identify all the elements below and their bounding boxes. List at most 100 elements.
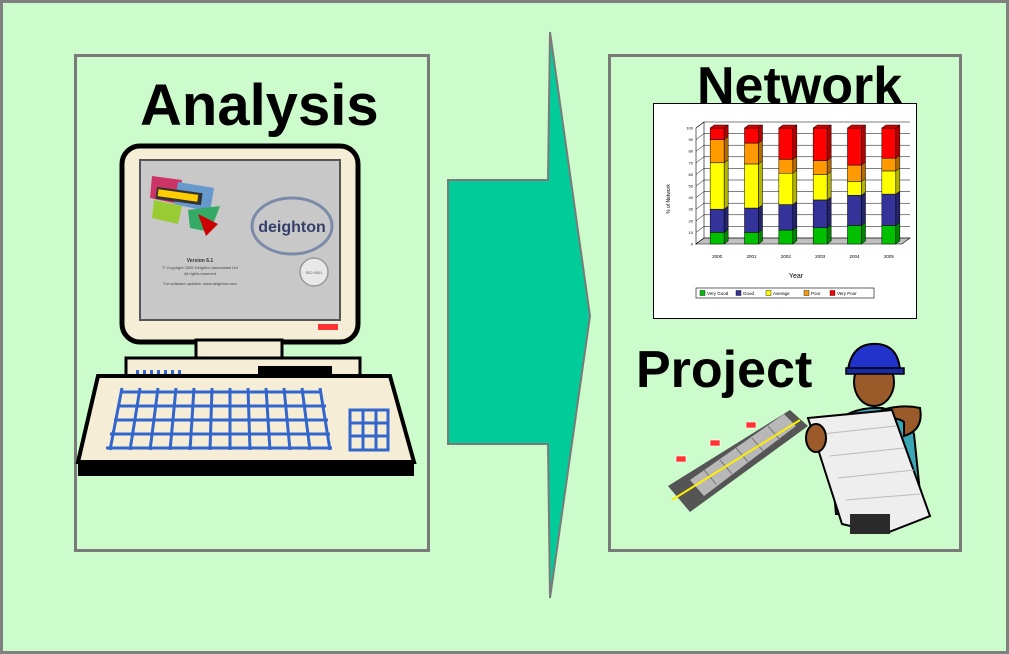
chart-bar-segment bbox=[744, 142, 759, 165]
chart-bar-segment bbox=[744, 127, 759, 144]
chart-gridline-side bbox=[695, 202, 705, 210]
project-title: Project bbox=[636, 341, 813, 399]
chart-x-tick-label: 2005 bbox=[884, 254, 895, 259]
chart-bar-segment bbox=[709, 162, 725, 210]
chart-bar-top bbox=[778, 124, 798, 129]
chart-bar-segment bbox=[812, 199, 828, 229]
computer-illustration: deighton Version 6.1 © Copyright 2005 De… bbox=[75, 143, 417, 476]
chart-bar-segment-side bbox=[861, 161, 866, 182]
chart-y-axis-label: % of Network bbox=[666, 184, 672, 214]
chart-bar-segment-side bbox=[758, 204, 763, 233]
chart-bar-segment-side bbox=[723, 159, 729, 210]
chart-bar-top bbox=[881, 124, 901, 129]
chart-x-tick-label: 2003 bbox=[815, 254, 826, 259]
chart-legend-label: Poor bbox=[811, 291, 821, 296]
chart-y-tick-label: 20 bbox=[689, 218, 694, 223]
chart-legend-swatch bbox=[765, 290, 772, 296]
chart-bar-segment bbox=[744, 207, 759, 233]
chart-gridline-side bbox=[695, 121, 705, 129]
brand-label: deighton bbox=[258, 219, 326, 236]
chart-bar-segment-side bbox=[861, 221, 866, 245]
analysis-title: Analysis bbox=[140, 73, 379, 138]
chart-y-tick-label: 90 bbox=[689, 137, 694, 142]
chart-bar-segment-side bbox=[758, 160, 763, 209]
chart-bar-segment bbox=[881, 170, 897, 195]
chart-bar-segment bbox=[778, 229, 794, 245]
chart-gridline-side bbox=[695, 226, 705, 233]
chart-bar-segment bbox=[881, 127, 897, 159]
chart-bar-top bbox=[812, 124, 832, 129]
chart-bar-top bbox=[743, 124, 764, 129]
network-title: Network bbox=[697, 57, 903, 115]
chart-legend-label: Average bbox=[773, 291, 790, 296]
chart-bar-segment-side bbox=[895, 190, 901, 226]
chart-gridline-side bbox=[695, 237, 705, 245]
chart-y-tick-label: 10 bbox=[689, 230, 694, 235]
chart-bar-segment bbox=[709, 127, 725, 140]
chart-bar-segment-side bbox=[792, 169, 798, 206]
chart-bar-segment bbox=[812, 160, 828, 175]
chart-bar-segment-side bbox=[792, 201, 798, 231]
chart-gridline-side bbox=[695, 133, 705, 140]
chart-bar-segment bbox=[709, 232, 725, 245]
chart-bar-segment bbox=[778, 127, 794, 160]
chart-x-tick-label: 2001 bbox=[746, 254, 757, 259]
version-label: Version 6.1 bbox=[187, 258, 214, 264]
chart-legend-label: Good bbox=[743, 291, 755, 296]
chart-bar-segment bbox=[709, 208, 725, 233]
chart-gridline-side bbox=[695, 191, 705, 198]
chart-bar-segment-side bbox=[895, 167, 901, 195]
chart-bar-segment-side bbox=[861, 191, 866, 226]
chart-bar-segment bbox=[744, 232, 759, 245]
chart-bar-segment bbox=[847, 195, 862, 226]
chart-bar-segment-side bbox=[826, 124, 832, 161]
chart-bar-segment-side bbox=[826, 170, 832, 201]
chart-y-tick-label: 70 bbox=[689, 160, 694, 165]
chart-bar-segment bbox=[881, 157, 897, 172]
chart-legend-box bbox=[695, 287, 875, 299]
chart-bar-top bbox=[709, 124, 729, 129]
chart-bar-segment bbox=[812, 227, 828, 245]
chart-bar-segment bbox=[778, 159, 794, 174]
chart-bar-segment-side bbox=[723, 136, 729, 164]
chart-y-tick-label: 50 bbox=[689, 184, 694, 189]
flow-arrow bbox=[447, 31, 592, 599]
chart-gridline-side bbox=[695, 168, 705, 175]
chart-x-tick-label: 2004 bbox=[849, 254, 860, 259]
chart-legend-label: Very Poor bbox=[837, 291, 857, 296]
chart-bar-segment bbox=[778, 204, 794, 231]
chart-bar-segment-side bbox=[758, 139, 763, 165]
chart-y-tick-label: 40 bbox=[689, 195, 694, 200]
chart-bar-segment bbox=[778, 172, 794, 205]
chart-bar-segment-side bbox=[723, 205, 729, 233]
road-illustration bbox=[668, 410, 808, 512]
chart-y-tick-label: 100 bbox=[686, 126, 693, 131]
chart-bar-segment bbox=[847, 127, 862, 166]
chart-gridline-side bbox=[695, 179, 705, 187]
chart-legend-swatch bbox=[735, 290, 742, 296]
chart-bar-segment bbox=[744, 163, 759, 209]
chart-bar-segment bbox=[881, 193, 897, 226]
chart-bar-segment bbox=[812, 127, 828, 161]
chart-y-tick-label: 60 bbox=[689, 172, 694, 177]
chart-bar-segment bbox=[847, 225, 862, 245]
chart-bar-segment-side bbox=[792, 124, 798, 160]
chart-x-axis-label: Year bbox=[789, 273, 804, 280]
chart-bar-segment bbox=[847, 181, 862, 196]
software-logo-icon bbox=[150, 176, 220, 236]
chart-y-tick-label: 0 bbox=[691, 242, 694, 247]
chart-bar-segment-side bbox=[826, 196, 832, 229]
chart-bar-segment-side bbox=[895, 221, 901, 245]
certification-seal-icon bbox=[299, 257, 329, 287]
chart-bar-segment-side bbox=[861, 124, 866, 166]
chart-gridline-side bbox=[695, 145, 705, 152]
chart-gridline-side bbox=[695, 214, 705, 222]
chart-bar-segment bbox=[709, 139, 725, 164]
engineer-icon bbox=[805, 342, 932, 534]
chart-bar-segment bbox=[812, 174, 828, 201]
chart-y-tick-label: 30 bbox=[689, 207, 694, 212]
chart-bar-segment bbox=[881, 225, 897, 245]
chart-x-tick-label: 2000 bbox=[712, 254, 723, 259]
